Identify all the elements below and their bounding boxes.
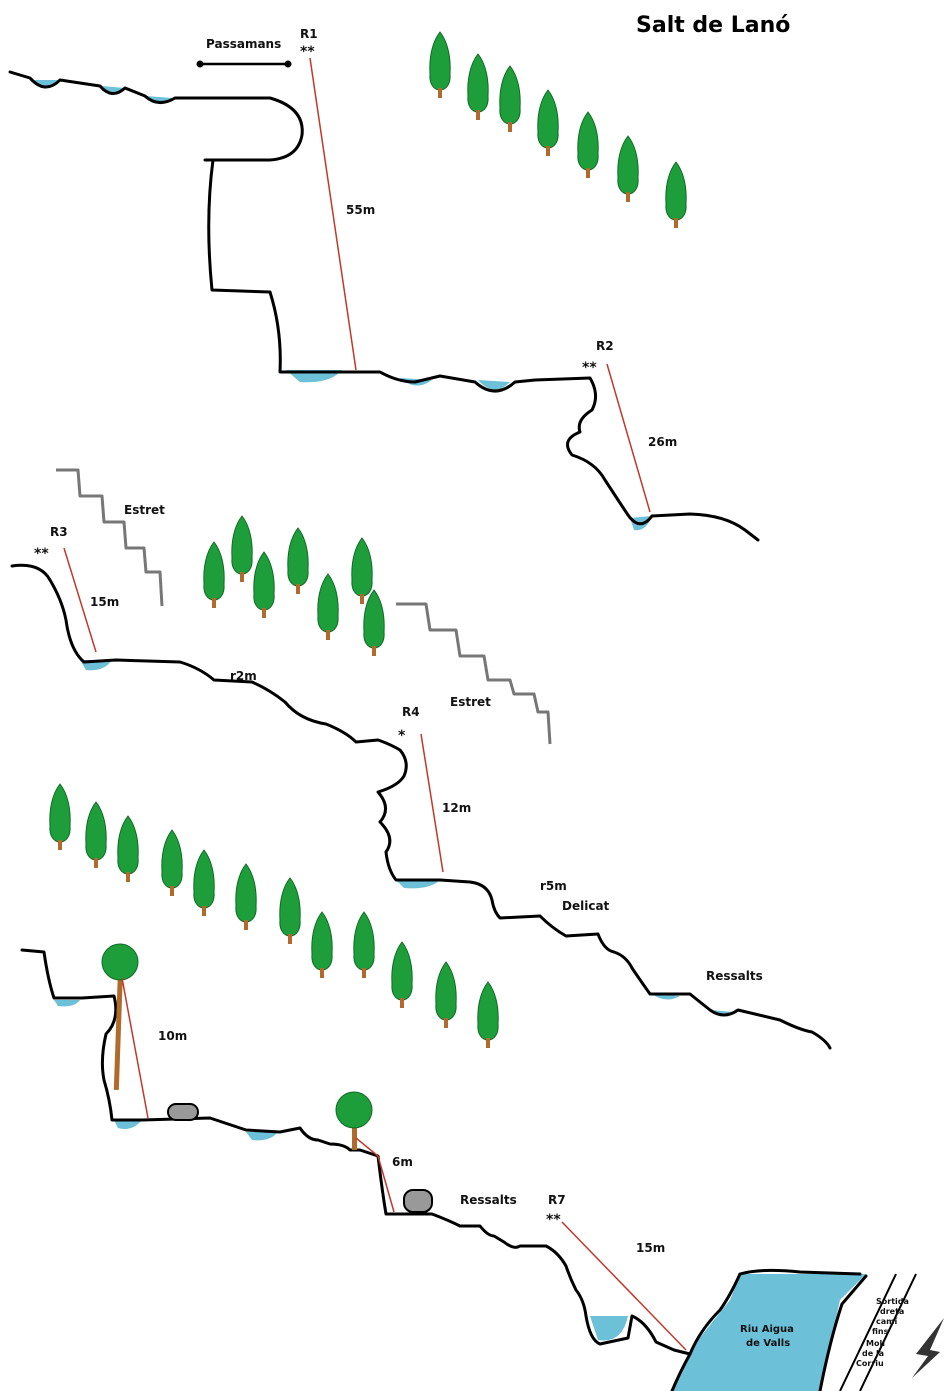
exit-line-1: Sortida [876, 1297, 909, 1306]
boulder-2 [404, 1190, 432, 1212]
passamans-label: Passamans [206, 37, 281, 51]
delicat-label: Delicat [562, 899, 610, 913]
rope-r2 [607, 364, 650, 512]
r3-length: 15m [90, 595, 119, 609]
r1-label: R1 [300, 27, 318, 41]
r1-length: 55m [346, 203, 375, 217]
narrows-estret-1 [56, 470, 162, 606]
narrows-estret-2 [396, 604, 550, 744]
r1-stars: ** [300, 44, 315, 60]
r5m-label: r5m [540, 879, 567, 893]
r2-stars: ** [582, 360, 597, 376]
exit-line-7: Corriu [856, 1359, 884, 1368]
r7-length: 15m [636, 1241, 665, 1255]
river-bank-top [740, 1270, 860, 1274]
ressalts-1-label: Ressalts [706, 969, 763, 983]
exit-line-5: Molí [866, 1339, 886, 1348]
r3-label: R3 [50, 525, 68, 539]
r2-label: R2 [596, 339, 614, 353]
exit-arrow-icon [912, 1318, 944, 1378]
estret-1-label: Estret [124, 503, 165, 517]
round-tree-1 [102, 944, 138, 1090]
diagram-title: Salt de Lanó [636, 13, 790, 38]
exit-line-4: fins [872, 1327, 889, 1336]
water-pools-top [32, 80, 652, 530]
rope-10m-length: 10m [158, 1029, 187, 1043]
r7-label: R7 [548, 1193, 566, 1207]
river-label-line-2: de Valls [746, 1338, 790, 1349]
boulder-1 [168, 1104, 198, 1120]
r7-stars: ** [546, 1212, 561, 1228]
exit-line-6: de la [862, 1349, 884, 1358]
estret-2-label: Estret [450, 695, 491, 709]
passamans-line [197, 61, 292, 68]
canyon-wall-section-3 [22, 950, 690, 1354]
rope-r4 [421, 734, 443, 872]
exit-line-2: dreta [880, 1307, 904, 1316]
tree-group-top [430, 32, 686, 228]
r4-stars: * [398, 728, 406, 744]
r4-label: R4 [402, 705, 420, 719]
r2-length: 26m [648, 435, 677, 449]
exit-line-3: camí [876, 1317, 898, 1326]
round-tree-2 [336, 1092, 372, 1150]
r4-length: 12m [442, 801, 471, 815]
rope-6m-length: 6m [392, 1155, 413, 1169]
r3-stars: ** [34, 546, 49, 562]
exit-text: Sortida dreta camí fins Molí de la Corri… [856, 1297, 909, 1368]
r2m-label: r2m [230, 669, 257, 683]
river-label-line-1: Riu Aigua [740, 1324, 794, 1335]
rope-r7 [562, 1222, 686, 1350]
rope-10m [122, 978, 148, 1118]
ressalts-2-label: Ressalts [460, 1193, 517, 1207]
canyon-wall-section-1 [10, 72, 758, 540]
tree-group-middle [204, 516, 384, 656]
